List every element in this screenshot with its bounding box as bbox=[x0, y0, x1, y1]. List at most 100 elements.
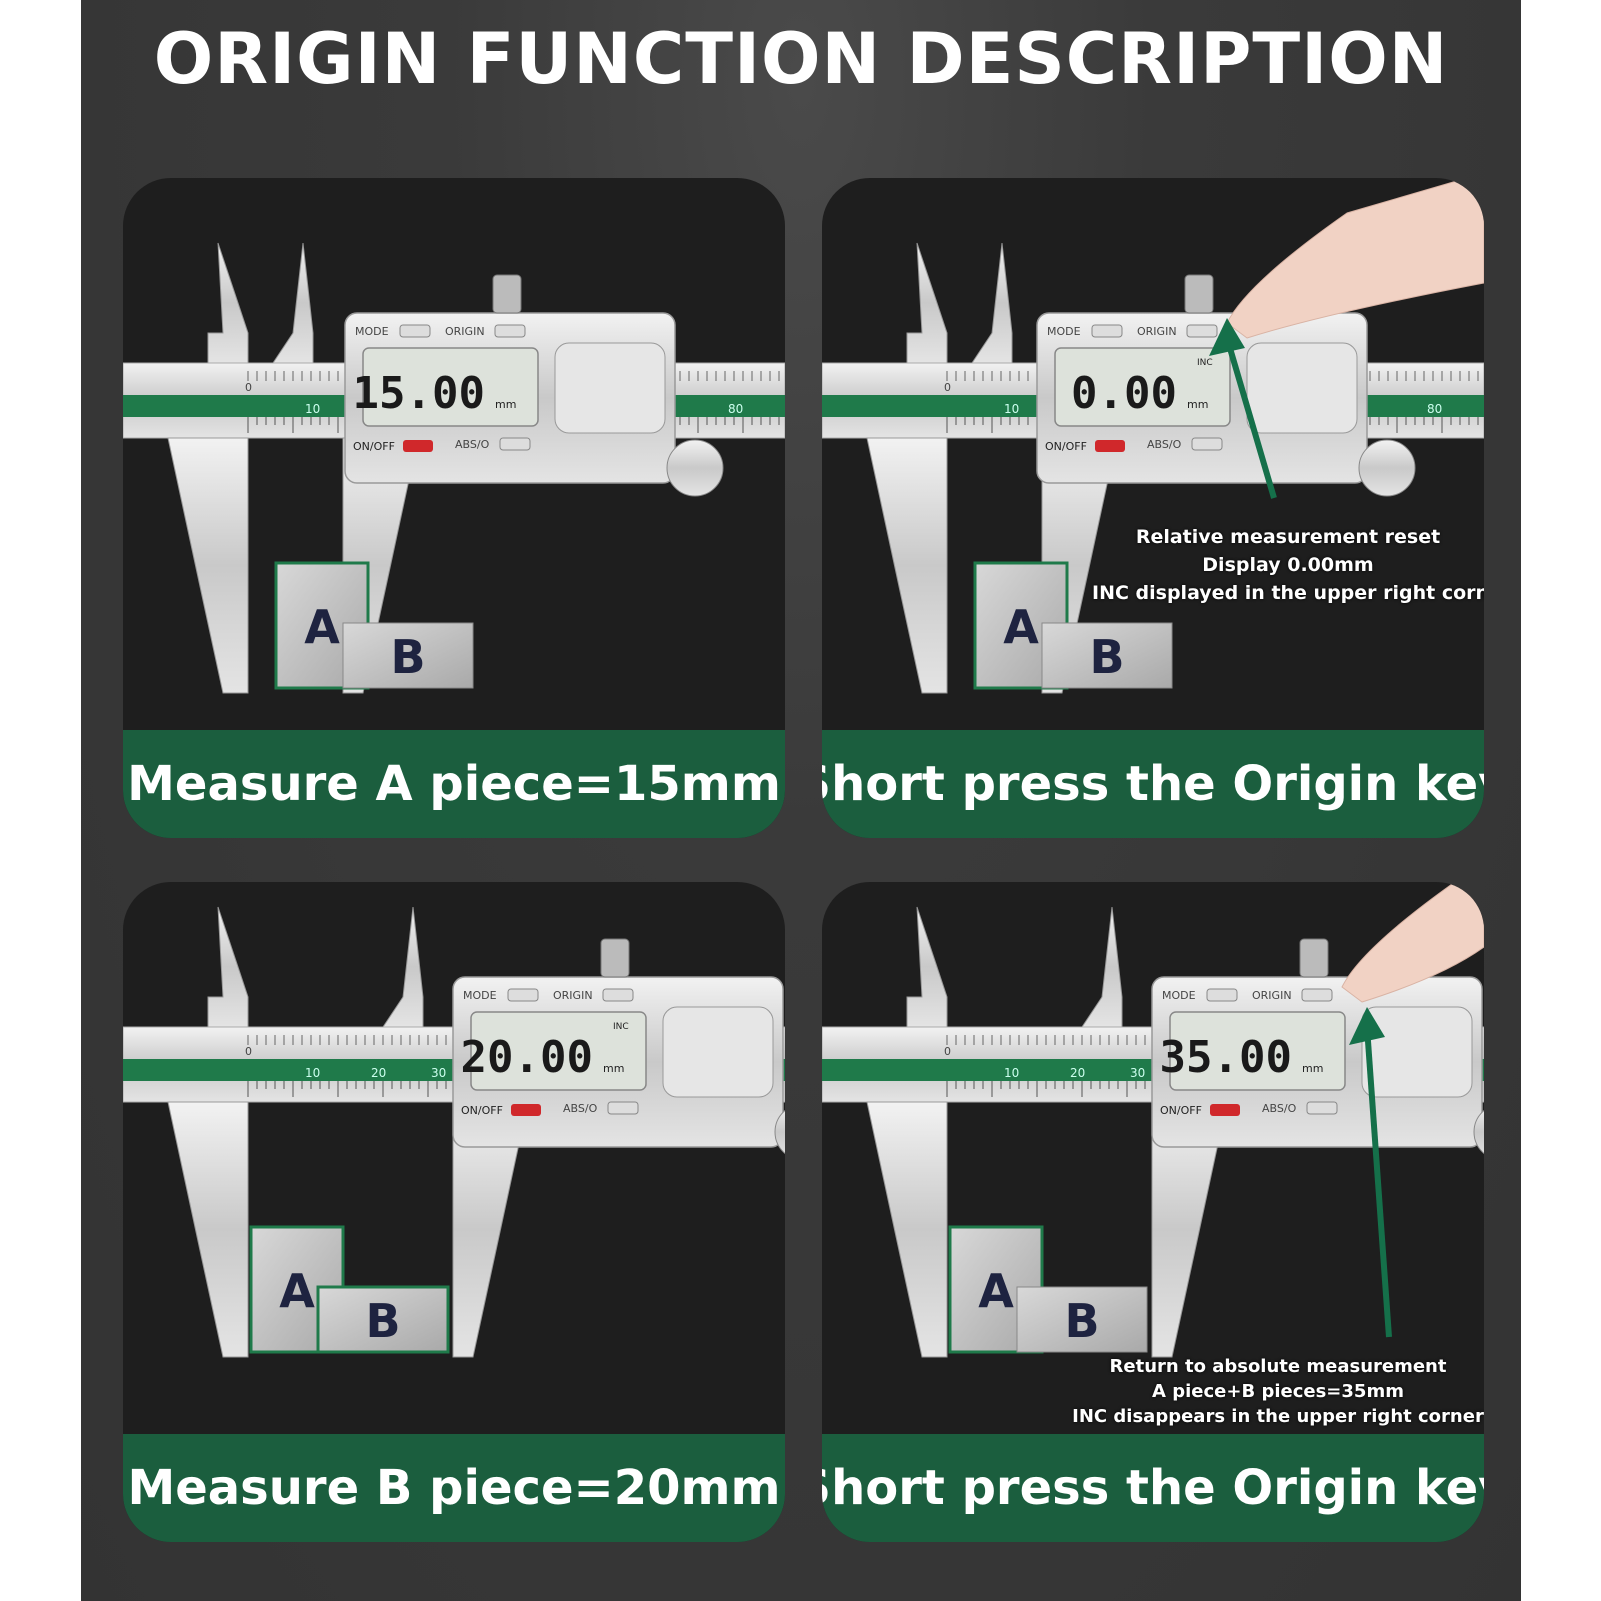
abso-label: ABS/O bbox=[1147, 438, 1182, 451]
onoff-button bbox=[403, 440, 433, 452]
scale-label: 80 bbox=[728, 402, 743, 416]
lcd-inc-indicator: INC bbox=[1197, 358, 1213, 368]
lcd-inc-indicator: INC bbox=[613, 1022, 629, 1032]
thumb-screw bbox=[492, 274, 522, 314]
abso-label: ABS/O bbox=[563, 1102, 598, 1115]
origin-button bbox=[494, 324, 526, 338]
scale-label: 0 bbox=[245, 1045, 252, 1058]
abso-button bbox=[1306, 1101, 1338, 1115]
abso-label: ABS/O bbox=[455, 438, 490, 451]
abso-button bbox=[1191, 437, 1223, 451]
upper-fixed-jaw bbox=[906, 242, 948, 363]
scale-label: 30 bbox=[1130, 1066, 1145, 1080]
scale-label: 10 bbox=[305, 1066, 320, 1080]
scale-label: 10 bbox=[305, 402, 320, 416]
thumb-wheel bbox=[774, 1109, 785, 1155]
lcd-screen bbox=[470, 1011, 647, 1091]
origin-label: ORIGIN bbox=[1252, 989, 1292, 1002]
mode-button bbox=[507, 988, 539, 1002]
mode-button bbox=[1091, 324, 1123, 338]
annotation-note: Relative measurement reset Display 0.00m… bbox=[1092, 523, 1484, 607]
lcd-unit: mm bbox=[1302, 1062, 1323, 1075]
lcd-unit: mm bbox=[1187, 398, 1208, 411]
scale-label: 10 bbox=[1004, 1066, 1019, 1080]
piece-a-label: A bbox=[304, 600, 340, 654]
note-line: INC disappears in the upper right corner bbox=[1072, 1406, 1484, 1427]
lcd-value: 35.00 bbox=[1160, 1032, 1292, 1083]
piece-b-label: B bbox=[365, 1294, 400, 1348]
panel-caption: Short press the Origin key bbox=[822, 756, 1484, 812]
mode-button bbox=[1206, 988, 1238, 1002]
upper-fixed-jaw bbox=[906, 906, 948, 1027]
thumb-screw bbox=[1299, 938, 1329, 978]
upper-sliding-jaw bbox=[1081, 906, 1123, 1028]
origin-button bbox=[1186, 324, 1218, 338]
scale-label: 0 bbox=[944, 381, 951, 394]
pressing-finger bbox=[1341, 882, 1484, 1003]
scale-label: 20 bbox=[371, 1066, 386, 1080]
lcd-screen bbox=[1169, 1011, 1346, 1091]
lower-fixed-jaw bbox=[866, 437, 948, 694]
mode-label: MODE bbox=[1047, 325, 1081, 338]
abso-button bbox=[607, 1101, 639, 1115]
slider-housing bbox=[1361, 1006, 1473, 1098]
lower-fixed-jaw bbox=[866, 1101, 948, 1358]
page-title: ORIGIN FUNCTION DESCRIPTION bbox=[153, 18, 1449, 100]
note-line: Display 0.00mm bbox=[1202, 554, 1374, 576]
pointer-arrowhead bbox=[1209, 318, 1245, 356]
panel-caption: Short press the Origin key bbox=[822, 1460, 1484, 1516]
mode-label: MODE bbox=[355, 325, 389, 338]
thumb-wheel bbox=[1473, 1109, 1484, 1155]
upper-sliding-jaw bbox=[382, 906, 424, 1028]
piece-b-block bbox=[316, 1285, 450, 1354]
upper-fixed-jaw bbox=[207, 242, 249, 363]
thumb-wheel bbox=[666, 439, 724, 497]
slider-housing bbox=[662, 1006, 774, 1098]
lower-fixed-jaw bbox=[167, 437, 249, 694]
onoff-button bbox=[511, 1104, 541, 1116]
scale-label: 0 bbox=[245, 381, 252, 394]
note-line: Return to absolute measurement bbox=[1109, 1356, 1447, 1377]
pointer-arrowhead bbox=[1349, 1007, 1385, 1045]
origin-label: ORIGIN bbox=[445, 325, 485, 338]
origin-label: ORIGIN bbox=[1137, 325, 1177, 338]
onoff-button bbox=[1210, 1104, 1240, 1116]
abso-label: ABS/O bbox=[1262, 1102, 1297, 1115]
caption-bar: Short press the Origin key bbox=[822, 730, 1484, 838]
panel-caption: Measure A piece=15mm bbox=[127, 756, 781, 812]
lcd-value: 15.00 bbox=[353, 368, 485, 419]
origin-button bbox=[1301, 988, 1333, 1002]
piece-a-label: A bbox=[1003, 600, 1039, 654]
lcd-unit: mm bbox=[495, 398, 516, 411]
scale-label: 10 bbox=[1004, 402, 1019, 416]
upper-sliding-jaw bbox=[971, 242, 1013, 364]
scale-label: 0 bbox=[944, 1045, 951, 1058]
mode-label: MODE bbox=[463, 989, 497, 1002]
note-line: Relative measurement reset bbox=[1135, 526, 1441, 548]
note-line: INC displayed in the upper right corner bbox=[1092, 582, 1484, 604]
piece-a-label: A bbox=[279, 1264, 315, 1318]
onoff-label: ON/OFF bbox=[1045, 440, 1087, 453]
piece-b-block bbox=[342, 622, 474, 689]
annotation-note: Return to absolute measurement A piece+B… bbox=[1072, 1354, 1484, 1429]
origin-label: ORIGIN bbox=[553, 989, 593, 1002]
slider-housing bbox=[1246, 342, 1358, 434]
caption-bar: Measure A piece=15mm bbox=[123, 730, 785, 838]
thumb-screw bbox=[600, 938, 630, 978]
onoff-button bbox=[1095, 440, 1125, 452]
onoff-label: ON/OFF bbox=[1160, 1104, 1202, 1117]
piece-b-block bbox=[1041, 622, 1173, 689]
pressing-finger bbox=[1226, 178, 1484, 339]
note-line: A piece+B pieces=35mm bbox=[1152, 1381, 1404, 1402]
slider-housing bbox=[554, 342, 666, 434]
thumb-wheel bbox=[1358, 439, 1416, 497]
caption-bar: Measure B piece=20mm bbox=[123, 1434, 785, 1542]
pointer-arrow bbox=[1364, 1026, 1392, 1338]
piece-b-block bbox=[1016, 1286, 1148, 1353]
